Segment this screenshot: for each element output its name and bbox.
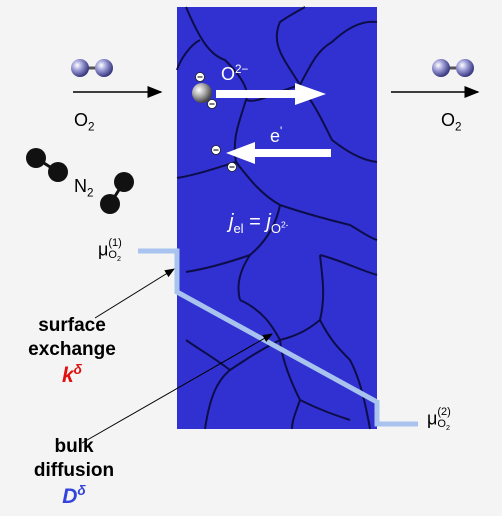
o2-molecule-left	[71, 59, 113, 77]
oxide-ion	[192, 72, 217, 109]
bulk-diffusion-label: bulk diffusion Dδ	[33, 436, 115, 508]
mu-o2-right-label: μ(2)O2	[427, 406, 451, 432]
bulk-diffusion-pointer	[81, 333, 273, 444]
mu-o2-left-label: μ(1)O2	[98, 237, 122, 263]
ion-flux-arrow	[216, 83, 326, 105]
oxide-ion-label: O2−	[221, 63, 249, 84]
o2-left-label: O2	[74, 110, 95, 134]
o2-molecule-right	[432, 59, 474, 77]
n2-label: N2	[74, 176, 94, 200]
surface-exchange-label: surface exchange kδ	[28, 315, 116, 387]
n2-molecule	[26, 148, 134, 214]
o2-right-label: O2	[441, 110, 462, 134]
electrons	[211, 145, 237, 172]
flux-equation: jel = jO2-	[229, 211, 289, 236]
electron-label: e'	[270, 125, 283, 146]
chemical-potential-line	[138, 248, 418, 427]
electron-flux-arrow	[226, 142, 331, 164]
surface-exchange-pointer	[94, 268, 175, 319]
